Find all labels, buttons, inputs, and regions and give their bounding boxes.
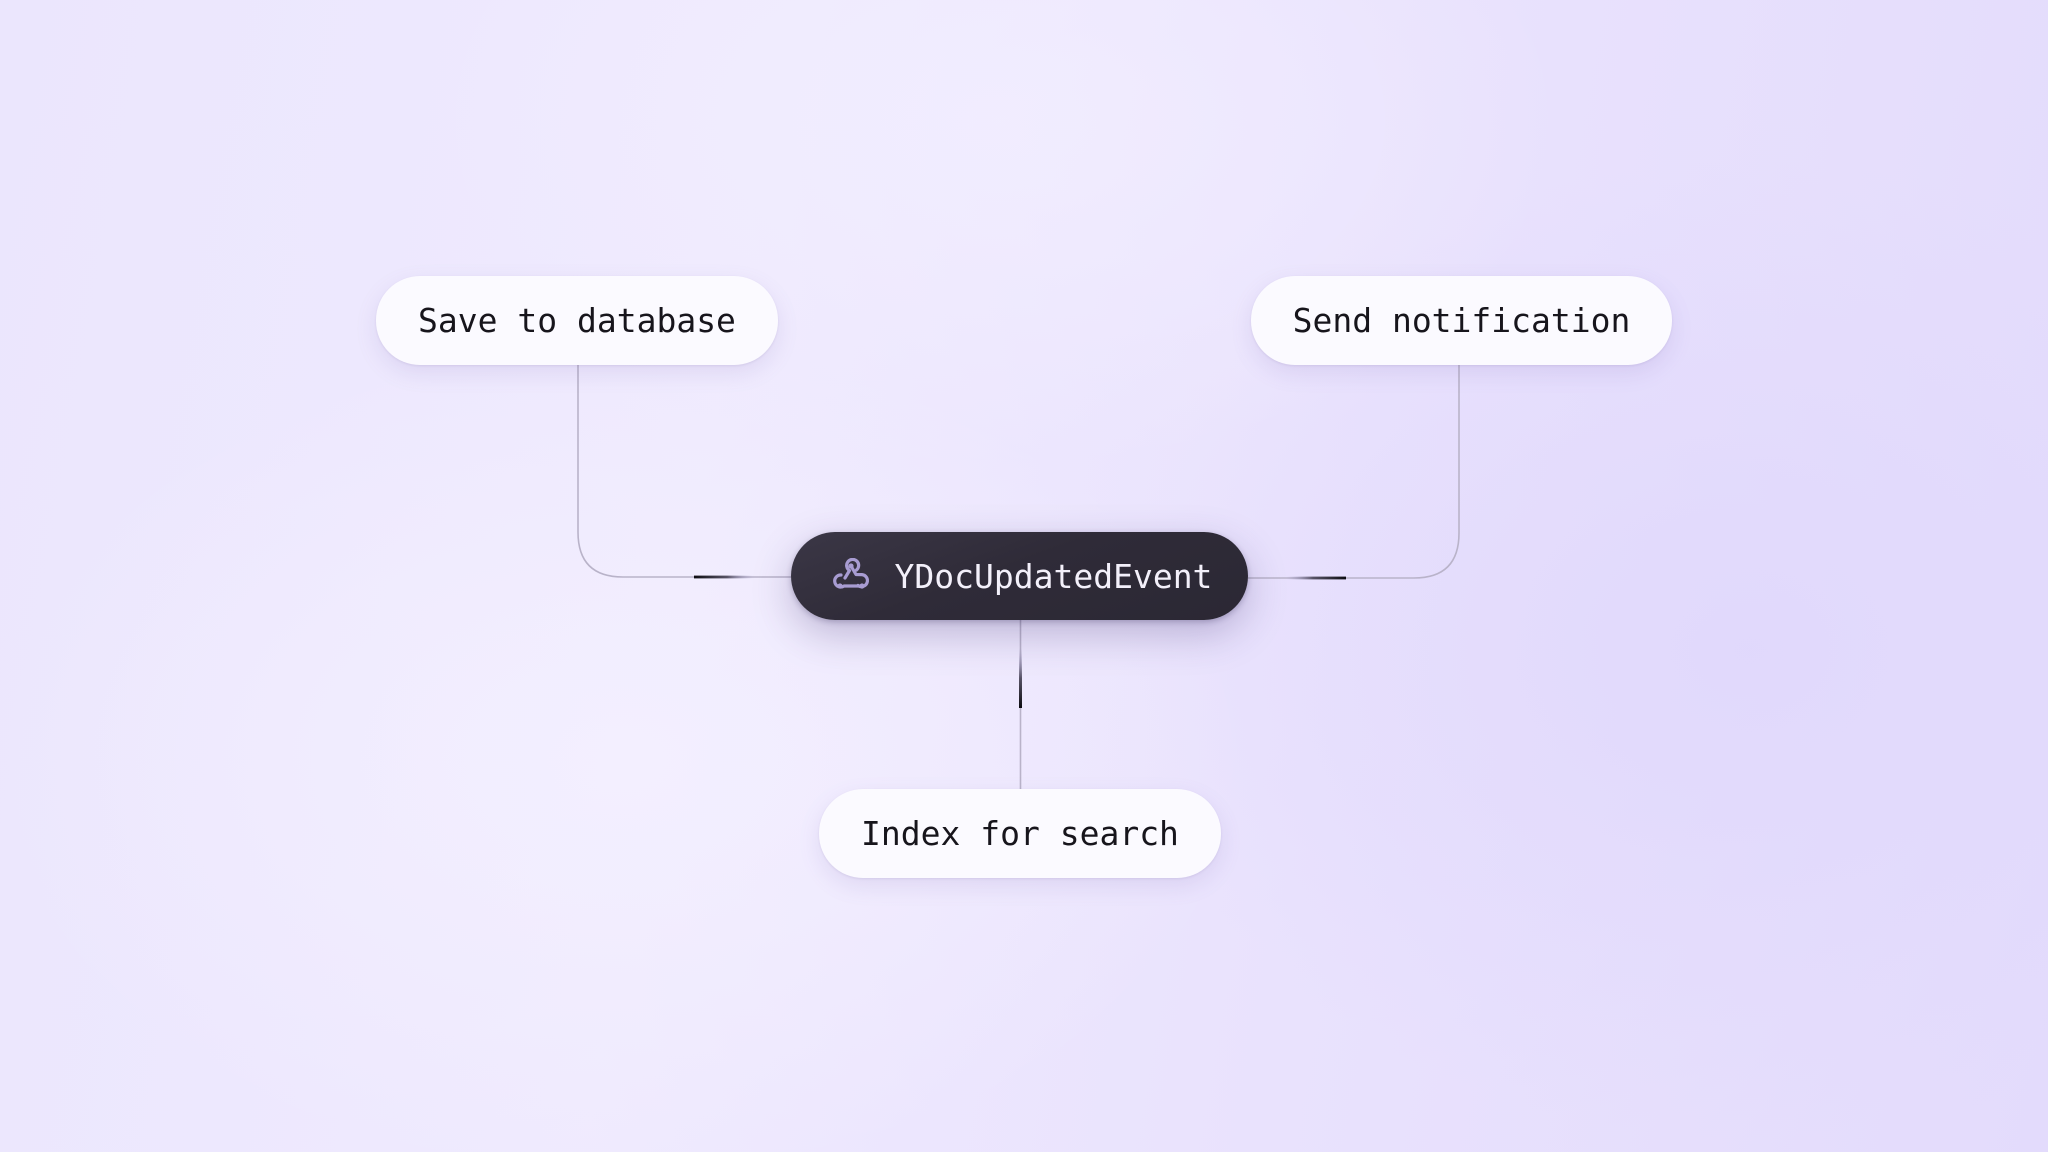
node-ydoc-updated-event[interactable]: YDocUpdatedEvent bbox=[791, 532, 1248, 620]
edge-pulse-left bbox=[694, 575, 754, 579]
webhook-icon bbox=[831, 556, 871, 596]
node-index-for-search[interactable]: Index for search bbox=[819, 789, 1221, 878]
node-label: Save to database bbox=[418, 301, 736, 340]
node-label: Send notification bbox=[1292, 301, 1631, 340]
node-label: Index for search bbox=[861, 814, 1179, 853]
node-label: YDocUpdatedEvent bbox=[894, 556, 1213, 596]
edge-pulse-down bbox=[1019, 648, 1022, 708]
edge-pulse-right bbox=[1286, 576, 1346, 580]
edge-event-to-notify bbox=[1248, 365, 1460, 579]
node-save-to-database[interactable]: Save to database bbox=[376, 276, 778, 365]
node-send-notification[interactable]: Send notification bbox=[1251, 276, 1672, 365]
edge-save-to-event bbox=[577, 365, 791, 578]
